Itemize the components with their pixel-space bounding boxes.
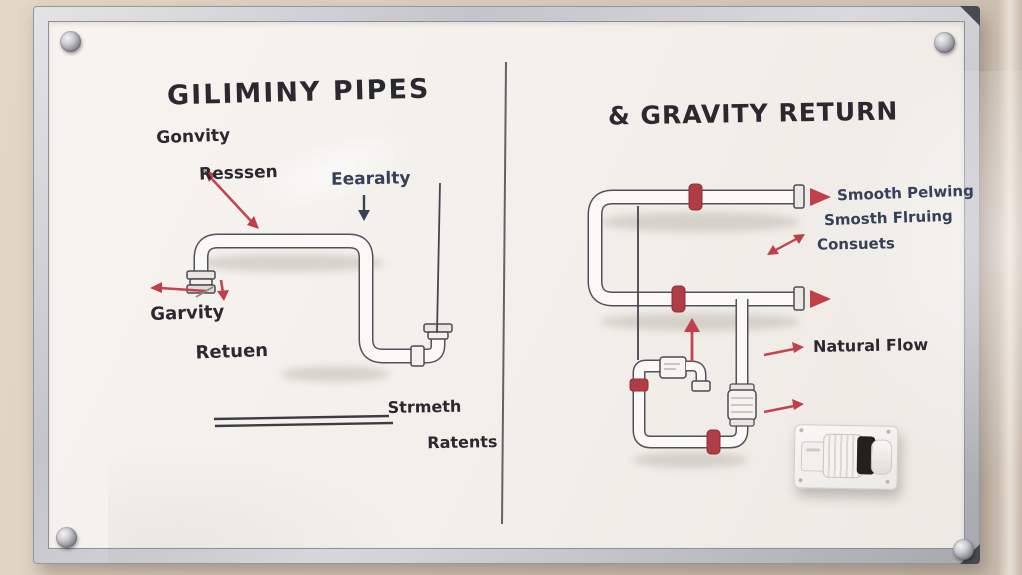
red-flow-arrowhead-icon <box>810 188 831 206</box>
red-pipe-coupling <box>629 378 649 392</box>
frame-screw <box>934 32 955 53</box>
red-left-arrow-icon <box>150 282 207 293</box>
pencil-tick <box>195 286 214 298</box>
union-fitting <box>727 383 757 427</box>
pressure-label: Gonvity Resssen <box>156 125 279 185</box>
frame-screw <box>953 539 974 560</box>
plate-screw <box>886 429 891 434</box>
plate-screw <box>798 478 803 483</box>
switch-slot <box>806 448 821 452</box>
plate-screw <box>885 479 890 484</box>
strmeth-label: Strmeth Ratents <box>387 396 498 453</box>
blue-down-arrow-icon <box>358 195 370 221</box>
board-shading <box>108 441 408 571</box>
pipe-end-cap <box>793 286 805 311</box>
valve-body <box>659 356 687 379</box>
frame-screw <box>56 527 77 548</box>
red-right-arrow-icon <box>763 399 804 414</box>
right-panel-title: & GRAVITY RETURN <box>607 96 899 131</box>
center-divider-line <box>501 61 507 525</box>
eearalty-label: Eearalty <box>330 168 411 190</box>
red-flow-arrowhead-icon <box>810 290 831 308</box>
wall-switch <box>793 424 899 490</box>
pipe-coupling <box>410 345 425 367</box>
wall-light-streak <box>998 0 1020 575</box>
red-right-arrow-icon <box>763 342 804 357</box>
plate-screw <box>799 428 804 433</box>
red-down-arrow-icon <box>217 279 229 301</box>
red-up-arrow-icon <box>684 318 700 362</box>
red-pipe-coupling <box>688 183 703 211</box>
switch-dial-cap <box>870 439 893 475</box>
pipe-end-cap <box>793 184 805 209</box>
red-double-diagonal-arrow-icon <box>767 234 805 255</box>
red-pipe-coupling <box>706 429 721 455</box>
natural-flow-label: Natural Flow <box>812 334 929 357</box>
frame-screw <box>60 31 81 52</box>
red-diagonal-double-arrow-icon <box>204 170 259 229</box>
red-pipe-coupling <box>671 285 686 313</box>
gravity-return-label: Garvity Retuen <box>149 301 269 364</box>
right-pipe-diagram <box>587 183 831 455</box>
consuets-label: Consuets <box>816 234 896 254</box>
double-underline <box>213 414 394 428</box>
spout-mouth <box>691 380 711 392</box>
marker-smudges <box>195 212 800 468</box>
left-pipe-diagram <box>150 170 453 428</box>
reference-line <box>436 182 441 334</box>
